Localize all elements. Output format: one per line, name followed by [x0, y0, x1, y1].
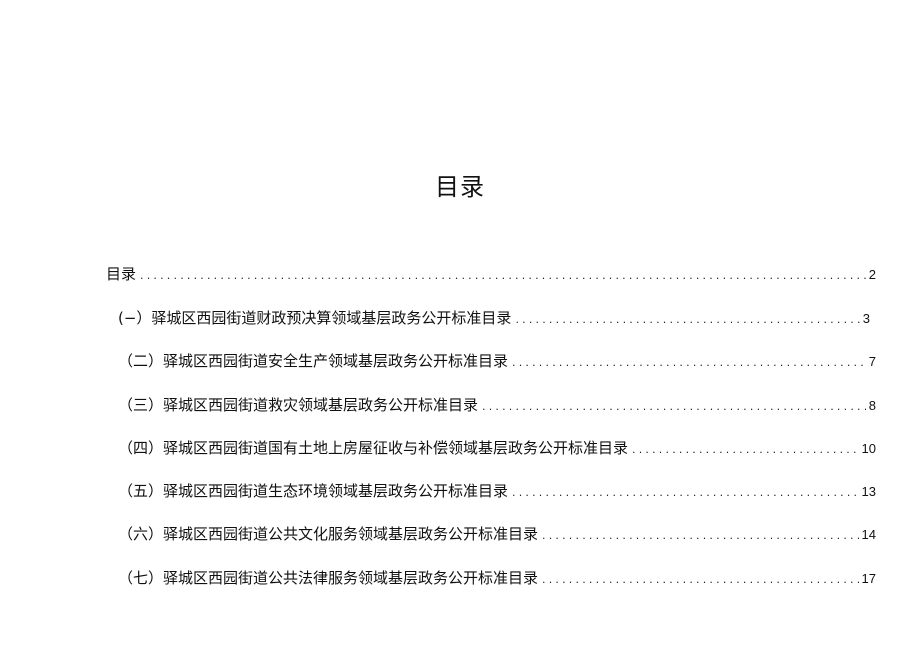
toc-dot-leader: ........................................… — [632, 443, 859, 456]
toc-dot-leader: ........................................… — [512, 486, 859, 499]
toc-entry-page: 8 — [868, 398, 876, 413]
toc-entry[interactable]: （七）驿城区西园街道公共法律服务领域基层政务公开标准目录 ...........… — [118, 567, 876, 589]
toc-entry[interactable]: （四）驿城区西园街道国有土地上房屋征收与补偿领域基层政务公开标准目录 .....… — [118, 437, 876, 459]
toc-dot-leader: ........................................… — [482, 400, 866, 413]
toc-dot-leader: ........................................… — [140, 269, 866, 282]
toc-entry-label: （四）驿城区西园街道国有土地上房屋征收与补偿领域基层政务公开标准目录 — [118, 439, 629, 457]
toc-entry[interactable]: （五）驿城区西园街道生态环境领域基层政务公开标准目录 .............… — [118, 480, 876, 502]
toc-entry-label: （三）驿城区西园街道救灾领域基层政务公开标准目录 — [118, 396, 479, 414]
toc-entry-page: 14 — [861, 527, 876, 542]
toc-entry[interactable]: （三）驿城区西园街道救灾领域基层政务公开标准目录 ...............… — [118, 394, 876, 416]
toc-dot-leader: ........................................… — [542, 529, 859, 542]
toc-entry-page: 10 — [861, 441, 876, 456]
toc-entry[interactable]: 目录 .....................................… — [106, 263, 876, 285]
toc-entry-page: 3 — [862, 311, 870, 326]
toc-entry-page: 13 — [861, 484, 876, 499]
toc-entry-label: (−）驿城区西园街道财政预决算领域基层政务公开标准目录 — [118, 309, 512, 327]
toc-entry-label: （六）驿城区西园街道公共文化服务领域基层政务公开标准目录 — [118, 525, 539, 543]
toc-entry-page: 17 — [861, 571, 876, 586]
toc-entry-label: （五）驿城区西园街道生态环境领域基层政务公开标准目录 — [118, 482, 509, 500]
toc-entry-label: （七）驿城区西园街道公共法律服务领域基层政务公开标准目录 — [118, 569, 539, 587]
toc-entry-page: 2 — [868, 267, 876, 282]
toc-entry-label: 目录 — [106, 265, 137, 283]
page-title: 目录 — [435, 173, 485, 201]
toc-entry[interactable]: （二）驿城区西园街道安全生产领域基层政务公开标准目录 .............… — [118, 350, 876, 372]
toc-dot-leader: ........................................… — [515, 313, 859, 326]
toc-entry[interactable]: （六）驿城区西园街道公共文化服务领域基层政务公开标准目录 ...........… — [118, 523, 876, 545]
toc-entry-page: 7 — [868, 354, 876, 369]
toc-entry[interactable]: (−）驿城区西园街道财政预决算领域基层政务公开标准目录 ............… — [118, 307, 870, 329]
toc-entry-label: （二）驿城区西园街道安全生产领域基层政务公开标准目录 — [118, 352, 509, 370]
toc-dot-leader: ........................................… — [512, 356, 866, 369]
toc-dot-leader: ........................................… — [542, 573, 859, 586]
